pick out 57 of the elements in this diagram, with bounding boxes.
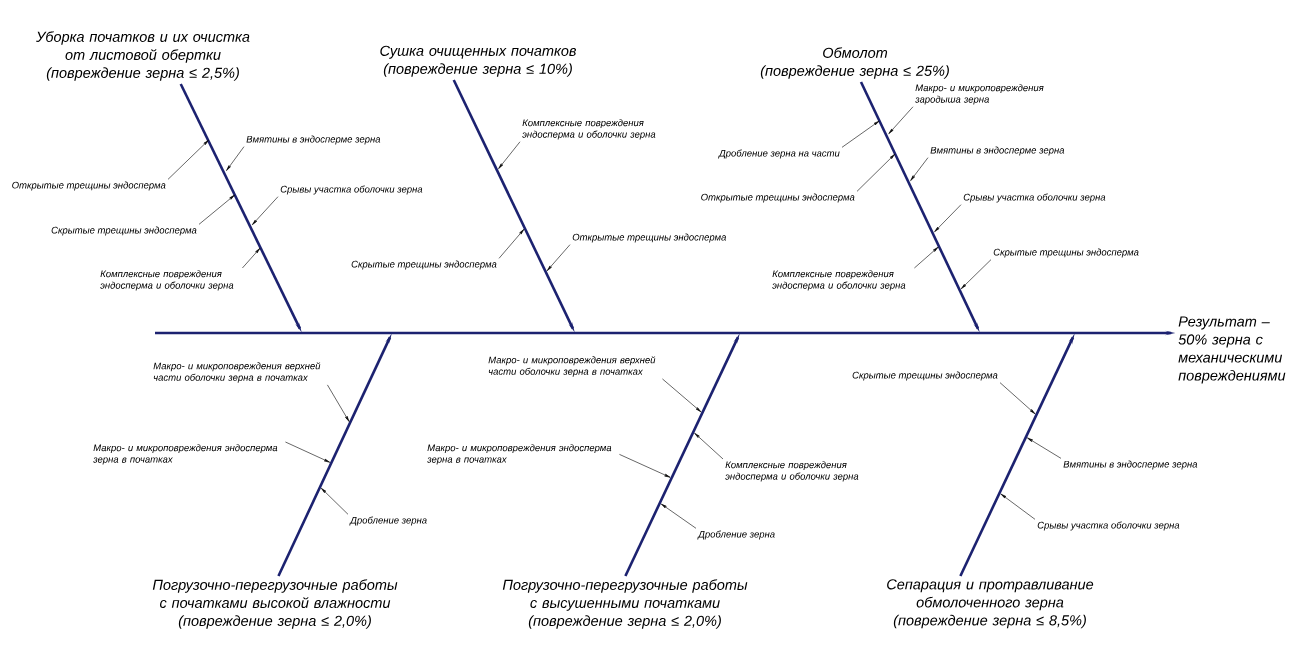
cause-label: Скрытые трещины эндосперма — [351, 260, 497, 270]
cause-heading: Уборка початков и их очистка от листовой обертки (повреждение зерна ≤ 2,5%) — [36, 31, 250, 81]
leader-arrow — [888, 106, 914, 134]
leader-arrow — [910, 157, 929, 181]
cause-label: Срывы участка оболочки зерна — [963, 193, 1106, 203]
leader-arrow — [662, 378, 702, 413]
cause-heading: Сепарация и протравливание обмолоченного зерна (повреждение зерна ≤ 8,5%) — [887, 579, 1094, 629]
result-label: Результат – 50% зерна с механическими повреждениями — [1178, 316, 1286, 384]
leader-arrow — [619, 454, 671, 478]
leader-arrow — [660, 503, 697, 529]
cause-label: Срывы участка оболочки зерна — [1037, 521, 1180, 531]
leader-arrow — [914, 246, 939, 269]
cause-label: Открытые трещины эндосперма — [12, 181, 166, 191]
leader-arrow — [694, 432, 724, 460]
leader-arrow — [252, 196, 279, 226]
cause-label: Вмятины в эндосперме зерна — [246, 135, 381, 145]
leader-arrow — [934, 204, 962, 233]
cause-label: Комплексные повреждения эндосперма и оболочки зерна — [100, 270, 234, 291]
cause-label: Дробление зерна — [349, 516, 427, 526]
cause-label: Дробление зерна — [697, 530, 775, 540]
cause-label: Комплексные повреждения эндосперма и оболочки зерна — [522, 119, 656, 140]
leader-arrow — [1000, 493, 1036, 520]
cause-label: Скрытые трещины эндосперма — [51, 226, 197, 236]
cause-label: Макро- и микроповреждения верхней части оболочки зерна в початках — [488, 356, 656, 377]
leader-arrow — [841, 120, 880, 148]
leader-arrow — [198, 194, 235, 225]
cause-heading: Сушка очищенных початков (повреждение зерна ≤ 10%) — [380, 45, 577, 77]
leader-arrow — [226, 146, 245, 171]
cause-label: Вмятины в эндосперме зерна — [930, 146, 1065, 156]
cause-label: Макро- и микроповреждения эндосперма зерна в початках — [427, 444, 612, 465]
leader-arrow — [1027, 437, 1062, 459]
leader-arrow — [320, 487, 349, 515]
leader-arrow — [498, 229, 525, 259]
cause-label: Комплексные повреждения эндосперма и оболочки зерна — [772, 270, 906, 291]
cause-label: Срывы участка оболочки зерна — [280, 185, 423, 195]
leader-arrow — [546, 244, 571, 271]
cause-heading: Погрузочно-перегрузочные работы с высушенными початками (повреждение зерна ≤ 2,0%) — [502, 579, 748, 629]
leader-arrow — [856, 153, 896, 192]
cause-heading: Обмолот (повреждение зерна ≤ 25%) — [760, 47, 949, 79]
cause-label: Макро- и микроповреждения эндосперма зерна в початках — [93, 444, 278, 465]
cause-label: Макро- и микроповреждения зародыша зерна — [915, 84, 1044, 105]
leader-arrow — [167, 139, 209, 180]
cause-label: Комплексные повреждения эндосперма и оболочки зерна — [725, 461, 859, 482]
cause-label: Открытые трещины эндосперма — [572, 233, 727, 243]
cause-label: Скрытые трещины эндосперма — [993, 248, 1139, 258]
cause-label: Скрытые трещины эндосперма — [852, 371, 998, 381]
cause-label: Открытые трещины эндосперма — [701, 193, 855, 203]
cause-label: Макро- и микроповреждения верхней части оболочки зерна в початках — [153, 362, 321, 383]
leader-arrow — [960, 259, 992, 290]
cause-label: Дробление зерна на части — [718, 149, 840, 159]
leader-arrow — [327, 384, 350, 422]
leader-arrow — [999, 382, 1036, 415]
cause-label: Вмятины в эндосперме зерна — [1063, 460, 1198, 470]
leader-arrow — [242, 248, 261, 269]
leader-arrow — [285, 441, 330, 463]
leader-arrow — [498, 141, 521, 169]
cause-heading: Погрузочно-перегрузочные работы с початками высокой влажности (повреждение зерна ≤ 2,0%) — [152, 579, 398, 629]
